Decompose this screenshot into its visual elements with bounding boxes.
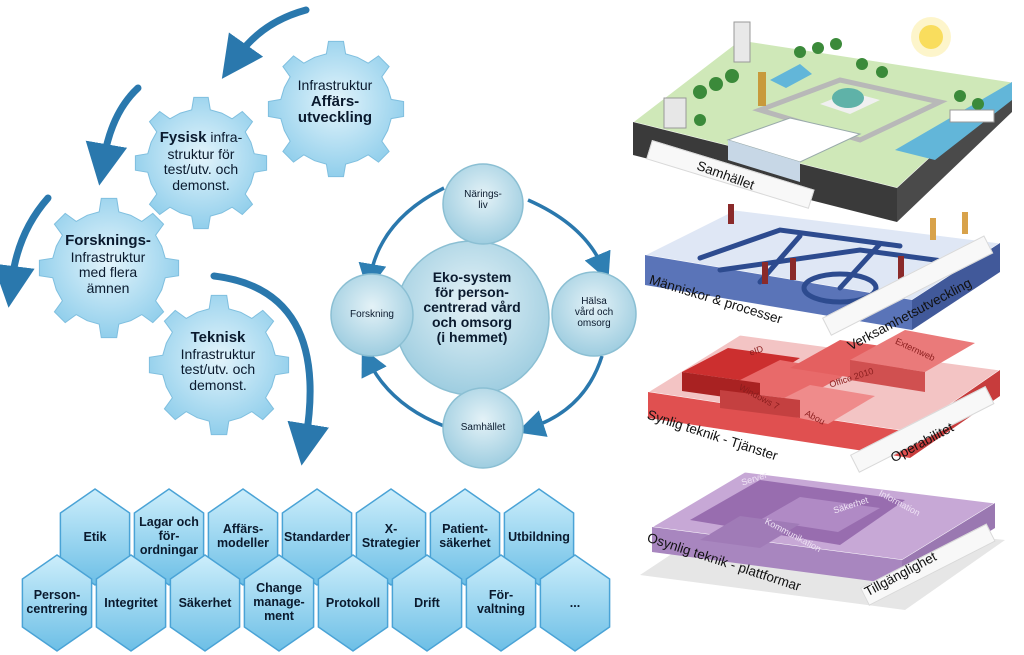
gear-technical-text: Teknisk Infrastruktur test/utv. och demo… xyxy=(158,329,278,394)
arrow-upper-left xyxy=(85,84,142,186)
gear-research xyxy=(38,197,180,339)
hexagon-label: Change manage- ment xyxy=(253,580,305,623)
hexagon-row1-0 xyxy=(59,488,131,586)
arrow-right-long xyxy=(210,272,329,466)
eco-top-label: Närings- liv xyxy=(464,189,502,212)
gear-physical xyxy=(134,96,268,230)
hexagon-row2-0 xyxy=(21,554,93,652)
eco-bottom-label: Samhället xyxy=(460,422,506,433)
layer-society xyxy=(631,21,1014,222)
hexagon-row2-4 xyxy=(317,554,389,652)
hexagon-label: Lagar och för- ordningar xyxy=(139,514,199,557)
gear-research-bold: Forsknings- xyxy=(65,232,151,249)
hexagon-row2-7 xyxy=(539,554,611,652)
ecosystem-arrows xyxy=(358,186,611,437)
gear-technical xyxy=(148,294,290,436)
gear-business-line1: Infrastruktur xyxy=(297,77,373,93)
eco-right-label: Hälsa vård och omsorg xyxy=(574,296,614,330)
hexagon-row1-6 xyxy=(503,488,575,586)
gear-business-bold: Affärs- utveckling xyxy=(297,92,373,127)
hexagon-label: Utbildning xyxy=(508,529,570,544)
layer-stack xyxy=(631,17,1014,610)
hexagon-label: Integritet xyxy=(104,595,158,610)
gear-cycle-arrows xyxy=(0,6,329,466)
gear-technical-bold: Teknisk xyxy=(190,329,246,346)
hexagon-label: Säkerhet xyxy=(178,595,232,610)
eco-left-circle xyxy=(330,273,414,357)
hexagon-label: Etik xyxy=(83,529,107,544)
hexagon-label: Drift xyxy=(414,595,440,610)
hexagon-row2-1 xyxy=(95,554,167,652)
hexagon-label: Standarder xyxy=(284,529,350,544)
eco-right-circle xyxy=(551,271,637,357)
gear-physical-bold: Fysisk xyxy=(159,129,207,146)
hexagon-label: ... xyxy=(569,595,581,610)
hexagon-grid xyxy=(21,488,611,652)
eco-arrow-br xyxy=(516,355,604,437)
gears xyxy=(38,40,405,436)
gear-business-text: Infrastruktur Affärs- utveckling xyxy=(275,77,395,127)
hexagon-row2-2 xyxy=(169,554,241,652)
hexagon-row2-5 xyxy=(391,554,463,652)
sun-icon xyxy=(919,25,943,49)
hexagon-row2-6 xyxy=(465,554,537,652)
eco-arrow-tl xyxy=(358,186,445,292)
hexagon-row1-3 xyxy=(281,488,353,586)
gear-business xyxy=(267,40,405,178)
hexagon-label: Affärs- modeller xyxy=(216,522,270,550)
eco-arrow-tr xyxy=(527,198,611,281)
hexagon-label: Protokoll xyxy=(325,595,381,610)
arrow-top xyxy=(221,6,310,79)
gear-research-rest: Infrastruktur med flera ämnen xyxy=(70,248,146,297)
hexagon-row2-3 xyxy=(243,554,315,652)
eco-arrow-bl xyxy=(361,347,445,428)
hexagon-row1-4 xyxy=(355,488,427,586)
hexagon-label: X- Strategier xyxy=(361,522,421,550)
hexagon-label: Person- centrering xyxy=(26,588,88,616)
gear-technical-rest: Infrastruktur test/utv. och demonst. xyxy=(180,345,256,394)
eco-center-label: Eko-system för person- centrerad vård oc… xyxy=(423,269,521,346)
eco-top-circle xyxy=(442,163,524,245)
hexagon-label: För- valtning xyxy=(477,588,525,616)
hexagon-row1-2 xyxy=(207,488,279,586)
gear-research-text: Forsknings- Infrastruktur med flera ämne… xyxy=(48,232,168,297)
gear-physical-rest: infra- struktur för test/utv. och demons… xyxy=(163,129,243,194)
hexagon-label: Patient- säkerhet xyxy=(439,522,491,550)
eco-left-label: Forskning xyxy=(350,309,394,320)
hexagon-row1-1 xyxy=(133,488,205,586)
arrow-left xyxy=(0,194,52,308)
eco-bottom-circle xyxy=(442,387,524,469)
gear-physical-text: Fysisk infra- struktur för test/utv. och… xyxy=(141,129,261,194)
hexagon-row1-5 xyxy=(429,488,501,586)
